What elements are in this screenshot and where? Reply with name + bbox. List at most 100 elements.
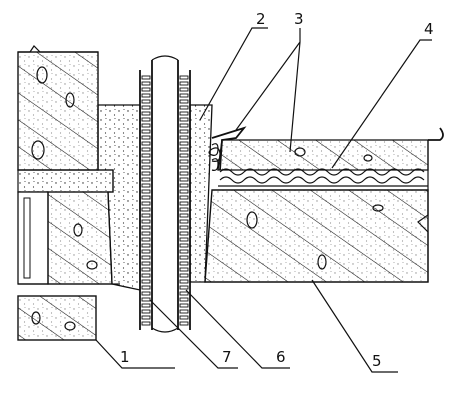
pipe-rib <box>179 147 189 152</box>
pipe-rib <box>141 207 151 212</box>
pipe-rib <box>141 285 151 290</box>
pipe-rib <box>141 93 151 98</box>
pipe-rib <box>179 303 189 308</box>
pipe-rib <box>141 195 151 200</box>
pipe-rib <box>141 219 151 224</box>
pipe-rib <box>179 237 189 242</box>
pipe-rib <box>179 81 189 86</box>
leader-lines <box>95 27 432 373</box>
pipe-rib <box>141 165 151 170</box>
callout-5: 5 <box>372 352 382 370</box>
floor-slab <box>204 139 429 283</box>
left-wall <box>17 45 120 341</box>
pipe-rib <box>179 177 189 182</box>
pipe-rib <box>179 87 189 92</box>
pipe-rib <box>179 111 189 116</box>
fill-concrete <box>97 104 213 291</box>
pipe-rib <box>179 117 189 122</box>
pipe-rib <box>179 129 189 134</box>
pipe-rib <box>141 279 151 284</box>
pipe-rib <box>141 111 151 116</box>
pipe-rib <box>141 201 151 206</box>
pipe-rib <box>179 261 189 266</box>
pipe-rib <box>141 273 151 278</box>
pipe-rib <box>179 231 189 236</box>
callout-2: 2 <box>256 10 266 28</box>
pipe-rib <box>179 135 189 140</box>
pipe-rib <box>179 315 189 320</box>
pipe-rib <box>179 255 189 260</box>
pipe-rib <box>141 135 151 140</box>
pipe-rib <box>179 243 189 248</box>
pipe-rib <box>141 141 151 146</box>
pipe-rib <box>141 117 151 122</box>
pipe-rib <box>179 285 189 290</box>
pipe-rib <box>179 321 189 326</box>
pipe-rib <box>141 237 151 242</box>
pipe-rib <box>179 141 189 146</box>
callout-6: 6 <box>276 348 286 366</box>
pipe-rib <box>141 183 151 188</box>
pipe-rib <box>179 183 189 188</box>
pipe-rib <box>141 159 151 164</box>
pipe <box>139 55 191 333</box>
pipe-rib <box>141 303 151 308</box>
pipe-rib <box>141 225 151 230</box>
waterproof-membrane <box>219 168 425 176</box>
pipe-rib <box>141 189 151 194</box>
pipe-casing-ribs <box>141 75 189 326</box>
pipe-rib <box>179 159 189 164</box>
callout-1: 1 <box>120 348 130 366</box>
pipe-rib <box>179 123 189 128</box>
pipe-rib <box>179 279 189 284</box>
pipe-rib <box>179 93 189 98</box>
pipe-rib <box>179 219 189 224</box>
pipe-rib <box>141 213 151 218</box>
flashing <box>208 126 444 171</box>
pipe-rib <box>141 315 151 320</box>
pipe-rib <box>179 105 189 110</box>
callout-7: 7 <box>222 348 232 366</box>
pipe-rib <box>141 267 151 272</box>
pipe-rib <box>141 261 151 266</box>
pipe-rib <box>141 99 151 104</box>
pipe-rib <box>141 147 151 152</box>
pipe-rib <box>141 321 151 326</box>
pipe-rib <box>179 309 189 314</box>
pipe-rib <box>141 255 151 260</box>
pipe-rib <box>141 123 151 128</box>
pipe-rib <box>179 207 189 212</box>
pipe-rib <box>141 291 151 296</box>
pipe-rib <box>141 75 151 80</box>
pipe-rib <box>179 291 189 296</box>
pipe-rib <box>179 99 189 104</box>
pipe-rib <box>141 171 151 176</box>
pipe-rib <box>179 249 189 254</box>
pipe-rib <box>179 165 189 170</box>
pipe-rib <box>141 81 151 86</box>
pipe-rib <box>141 153 151 158</box>
pipe-rib <box>179 201 189 206</box>
pipe-rib <box>179 225 189 230</box>
pipe-rib <box>179 195 189 200</box>
pipe-rib <box>141 243 151 248</box>
pipe-rib <box>141 87 151 92</box>
pipe-rib <box>141 177 151 182</box>
pipe-rib <box>179 213 189 218</box>
pipe-rib <box>141 309 151 314</box>
pipe-rib <box>179 171 189 176</box>
pipe-rib <box>141 105 151 110</box>
pipe-rib <box>179 267 189 272</box>
pipe-rib <box>179 153 189 158</box>
pipe-rib <box>179 297 189 302</box>
pipe-rib <box>179 273 189 278</box>
callout-3: 3 <box>294 10 304 28</box>
pipe-rib <box>141 231 151 236</box>
pipe-rib <box>141 129 151 134</box>
pipe-rib <box>179 189 189 194</box>
pipe-rib <box>179 75 189 80</box>
callout-4: 4 <box>424 20 434 38</box>
pipe-rib <box>141 249 151 254</box>
pipe-rib <box>141 297 151 302</box>
